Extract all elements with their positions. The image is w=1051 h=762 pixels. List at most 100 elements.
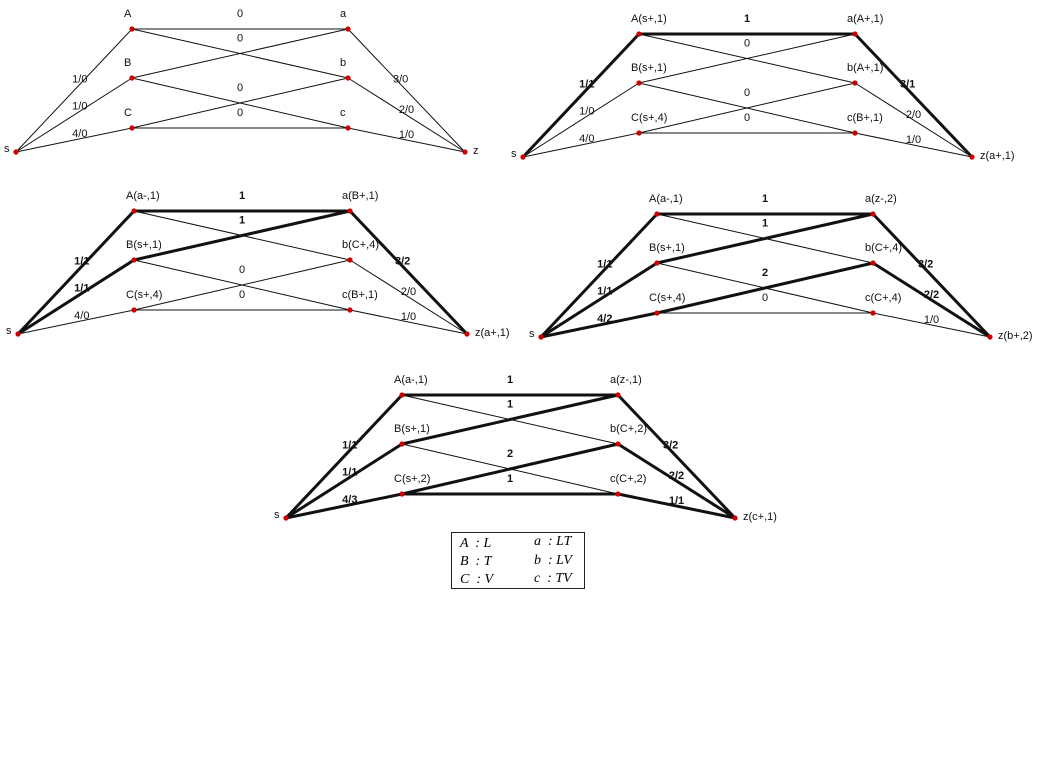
edge-s-C bbox=[285, 492, 403, 520]
edge-C-b bbox=[131, 77, 349, 129]
edge-c-z bbox=[872, 312, 991, 338]
node-dot-s bbox=[13, 149, 19, 155]
edge-s-C bbox=[540, 311, 658, 339]
node-dot-A bbox=[636, 31, 642, 37]
edge-B-a bbox=[656, 212, 874, 265]
node-label-c: c(B+,1) bbox=[847, 112, 883, 124]
edge-c-z bbox=[617, 492, 736, 520]
edge-label-s-A: 1/1 bbox=[579, 78, 594, 90]
network-2: 1/11/04/010003/12/01/0sA(s+,1)B(s+,1)C(s… bbox=[511, 13, 1015, 162]
edge-label-C-c: 0 bbox=[237, 107, 243, 119]
edge-C-b bbox=[401, 442, 619, 496]
node-label-c: c bbox=[340, 107, 346, 119]
edge-s-B bbox=[17, 258, 135, 336]
edge-C-b bbox=[656, 261, 874, 315]
node-label-a: a(z-,2) bbox=[865, 193, 897, 205]
legend-left-3: C : V bbox=[460, 572, 494, 587]
edge-s-A bbox=[284, 393, 404, 520]
edge-B-a bbox=[133, 209, 351, 262]
node-label-b: b(C+,4) bbox=[342, 239, 379, 251]
edge-label-B-a: 1 bbox=[239, 215, 245, 227]
edge-label-s-A: 1/0 bbox=[72, 73, 87, 85]
edge-s-A bbox=[539, 212, 659, 339]
node-dot-z bbox=[464, 331, 470, 337]
node-dot-s bbox=[520, 154, 526, 160]
edge-label-C-c: 0 bbox=[239, 289, 245, 301]
edge-b-z bbox=[349, 259, 468, 335]
edge-s-A bbox=[15, 28, 133, 153]
node-label-A: A(a-,1) bbox=[649, 193, 683, 205]
edge-B-a bbox=[131, 28, 349, 79]
node-label-z: z(b+,2) bbox=[998, 330, 1033, 342]
edge-s-B bbox=[522, 82, 640, 158]
node-dot-B bbox=[636, 80, 642, 86]
node-label-s: s bbox=[4, 143, 10, 155]
node-dot-c bbox=[870, 310, 876, 316]
edge-label-B-a: 1 bbox=[507, 399, 513, 411]
node-label-B: B bbox=[124, 57, 131, 69]
edge-s-B bbox=[540, 261, 658, 339]
edge-label-a-z: 3/2 bbox=[918, 258, 933, 270]
node-dot-c bbox=[852, 130, 858, 136]
edge-label-B-a: 0 bbox=[237, 33, 243, 45]
edge-b-z bbox=[872, 261, 991, 339]
node-label-B: B(s+,1) bbox=[126, 239, 162, 251]
edge-label-C-b: 2 bbox=[762, 267, 768, 279]
edge-label-c-z: 1/0 bbox=[401, 311, 416, 323]
node-label-B: B(s+,1) bbox=[631, 62, 667, 74]
node-dot-B bbox=[129, 75, 135, 81]
node-label-A: A bbox=[124, 8, 132, 20]
node-dot-b bbox=[345, 75, 351, 81]
edge-s-A bbox=[521, 32, 641, 159]
edge-label-c-z: 1/0 bbox=[906, 134, 921, 146]
edge-C-b bbox=[638, 82, 856, 134]
legend-right-3: c : TV bbox=[534, 571, 572, 586]
node-label-s: s bbox=[274, 509, 280, 521]
edge-c-z bbox=[349, 309, 468, 335]
edge-label-s-A: 1/1 bbox=[342, 439, 357, 451]
edge-label-a-z: 3/2 bbox=[395, 255, 410, 267]
edge-a-z bbox=[871, 212, 992, 339]
edge-label-s-B: 1/1 bbox=[597, 285, 612, 297]
node-label-B: B(s+,1) bbox=[394, 423, 430, 435]
edge-c-z bbox=[347, 127, 466, 153]
node-dot-A bbox=[399, 392, 405, 398]
node-dot-b bbox=[870, 260, 876, 266]
edge-s-C bbox=[17, 309, 135, 335]
edge-label-a-z: 3/1 bbox=[900, 78, 915, 90]
node-dot-z bbox=[987, 334, 993, 340]
edge-label-A-a: 1 bbox=[507, 374, 513, 386]
node-label-a: a(z-,1) bbox=[610, 374, 642, 386]
edge-b-z bbox=[617, 442, 736, 520]
edge-b-z bbox=[854, 82, 973, 158]
edge-label-C-c: 0 bbox=[744, 112, 750, 124]
edge-a-z bbox=[348, 209, 469, 336]
edge-label-s-C: 4/3 bbox=[342, 494, 357, 506]
node-dot-b bbox=[347, 257, 353, 263]
network-5: 1/11/14/311213/22/21/1sA(a-,1)B(s+,1)C(s… bbox=[274, 374, 777, 523]
node-dot-b bbox=[852, 80, 858, 86]
node-label-z: z(c+,1) bbox=[743, 511, 777, 523]
edge-label-a-z: 3/0 bbox=[393, 73, 408, 85]
edge-label-b-z: 2/2 bbox=[924, 289, 939, 301]
node-label-C: C(s+,4) bbox=[631, 112, 667, 124]
node-label-b: b bbox=[340, 57, 346, 69]
edge-label-a-z: 3/2 bbox=[663, 439, 678, 451]
node-dot-a bbox=[345, 26, 351, 32]
edge-a-z bbox=[853, 32, 974, 159]
edge-label-b-z: 2/0 bbox=[906, 109, 921, 121]
node-dot-C bbox=[654, 310, 660, 316]
edge-label-A-a: 1 bbox=[744, 13, 750, 25]
edge-a-z bbox=[616, 393, 737, 520]
node-label-a: a(A+,1) bbox=[847, 13, 883, 25]
edge-s-C bbox=[522, 132, 640, 158]
node-label-s: s bbox=[511, 148, 517, 160]
node-label-z: z(a+,1) bbox=[980, 150, 1015, 162]
edge-label-A-a: 0 bbox=[237, 8, 243, 20]
node-label-b: b(C+,4) bbox=[865, 242, 902, 254]
node-dot-A bbox=[654, 211, 660, 217]
node-dot-B bbox=[131, 257, 137, 263]
node-label-C: C bbox=[124, 107, 132, 119]
edge-label-c-z: 1/0 bbox=[399, 129, 414, 141]
